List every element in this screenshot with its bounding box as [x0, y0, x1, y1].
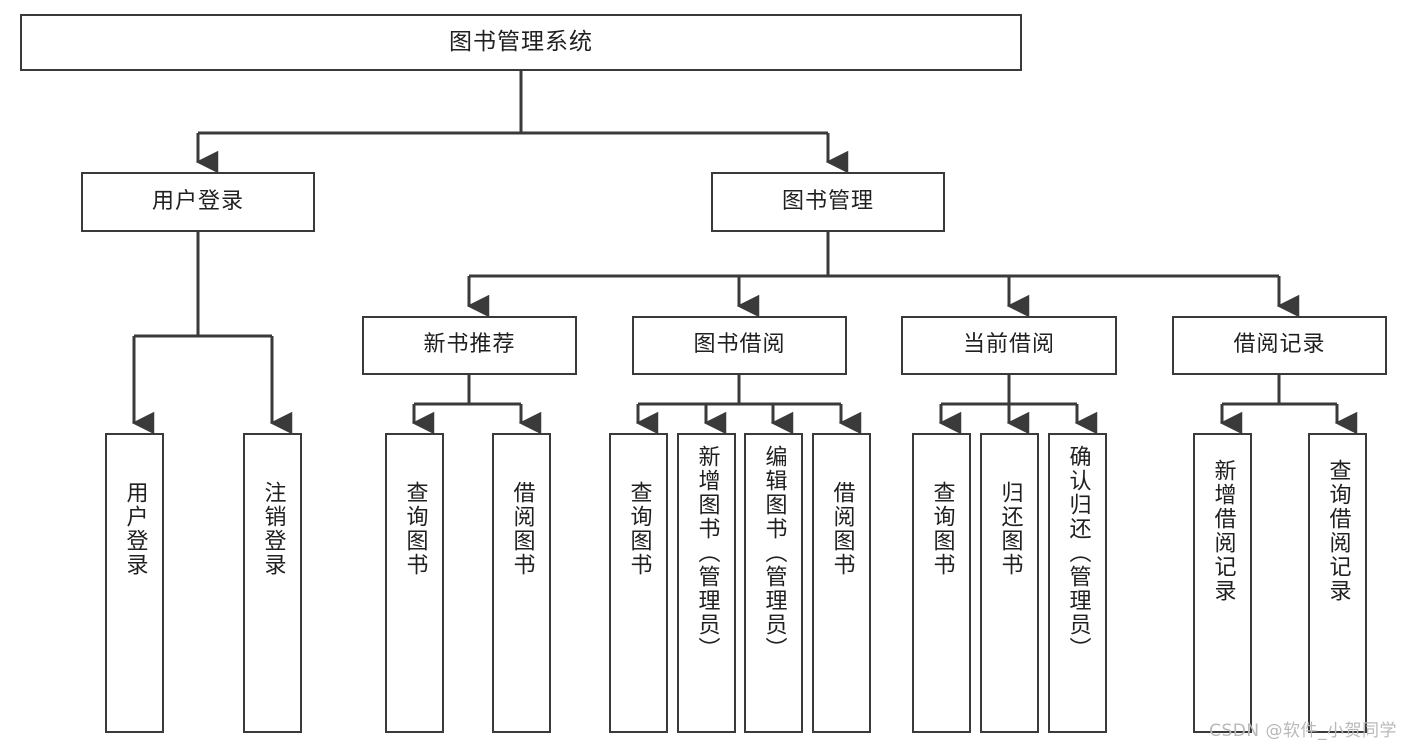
leaf-label: 新增借阅记录	[1210, 459, 1236, 603]
node-label: 图书管理系统	[449, 28, 593, 55]
node-book-borrow[interactable]: 图书借阅	[632, 316, 847, 375]
node-new-book-recommend[interactable]: 新书推荐	[362, 316, 577, 375]
leaf-book-borrow-add-book-admin[interactable]: 新增图书（管理员）	[677, 433, 736, 733]
node-borrow-record[interactable]: 借阅记录	[1172, 316, 1387, 375]
node-label: 借阅记录	[1233, 332, 1326, 358]
leaf-label: 用户登录	[122, 481, 148, 577]
leaf-label: 查询借阅记录	[1325, 459, 1351, 603]
leaf-user-login-logout[interactable]: 注销登录	[243, 433, 302, 733]
leaf-user-login-login[interactable]: 用户登录	[105, 433, 164, 733]
leaf-book-borrow-borrow-books[interactable]: 借阅图书	[812, 433, 871, 733]
leaf-label: 新增图书（管理员）	[694, 445, 720, 661]
node-label: 用户登录	[151, 188, 244, 214]
node-root-book-management-system[interactable]: 图书管理系统	[20, 14, 1022, 71]
leaf-book-borrow-edit-book-admin[interactable]: 编辑图书（管理员）	[744, 433, 803, 733]
leaf-label: 借阅图书	[829, 481, 855, 577]
leaf-current-borrow-return-books[interactable]: 归还图书	[980, 433, 1039, 733]
node-book-management[interactable]: 图书管理	[711, 172, 945, 232]
node-current-borrow[interactable]: 当前借阅	[901, 316, 1117, 375]
leaf-borrow-record-query-record[interactable]: 查询借阅记录	[1308, 433, 1367, 733]
leaf-label: 查询图书	[402, 481, 428, 577]
leaf-label: 注销登录	[260, 481, 286, 577]
node-user-login[interactable]: 用户登录	[81, 172, 315, 232]
csdn-watermark: CSDN @软件_小贺同学	[1209, 721, 1397, 741]
leaf-label: 归还图书	[997, 481, 1023, 577]
node-label: 图书借阅	[693, 332, 786, 358]
leaf-current-borrow-confirm-return-admin[interactable]: 确认归还（管理员）	[1048, 433, 1107, 733]
leaf-label: 查询图书	[626, 481, 652, 577]
node-label: 图书管理	[781, 188, 874, 214]
leaf-label: 确认归还（管理员）	[1065, 445, 1091, 661]
leaf-book-borrow-query-books[interactable]: 查询图书	[609, 433, 668, 733]
node-label: 新书推荐	[423, 332, 516, 358]
leaf-current-borrow-query-books[interactable]: 查询图书	[912, 433, 971, 733]
leaf-borrow-record-add-record[interactable]: 新增借阅记录	[1193, 433, 1252, 733]
leaf-label: 编辑图书（管理员）	[761, 445, 787, 661]
leaf-new-book-query-books[interactable]: 查询图书	[385, 433, 444, 733]
leaf-label: 查询图书	[929, 481, 955, 577]
node-label: 当前借阅	[962, 332, 1055, 358]
leaf-new-book-borrow-books[interactable]: 借阅图书	[492, 433, 551, 733]
leaf-label: 借阅图书	[509, 481, 535, 577]
